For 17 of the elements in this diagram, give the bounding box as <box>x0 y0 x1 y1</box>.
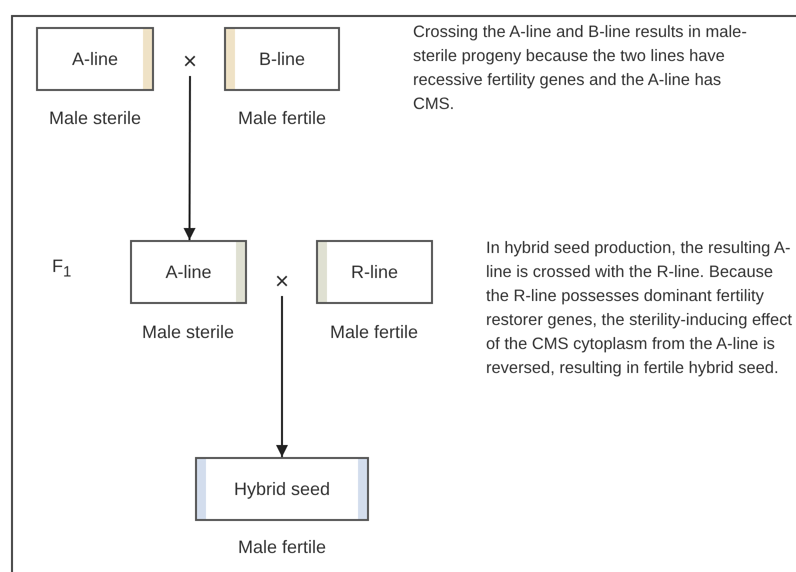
box-label: B-line <box>258 48 306 70</box>
generation-label: F$_{1}$ <box>52 256 72 281</box>
box-label: A-line <box>72 48 118 70</box>
cross-symbol: × <box>275 270 289 294</box>
box-label: Hybrid seed <box>234 478 330 500</box>
arrow <box>184 76 196 240</box>
description-text: In hybrid seed production, the resulting A-line is crossed with the R-line. Because the R-line possesses dominant fertility restorer genes, the sterility-inducing effect of the CMS cytoplasm from the A-line is reversed, resulting in fertile hybrid seed. <box>486 238 792 379</box>
node-caption: Male fertile <box>330 322 418 343</box>
node-caption: Male sterile <box>48 108 142 129</box>
node-caption: Male sterile <box>142 322 234 343</box>
node-caption: Male fertile <box>238 108 326 129</box>
cross-symbol: × <box>183 50 197 74</box>
arrow <box>276 296 288 457</box>
node-caption: Male fertile <box>238 537 326 558</box>
description-text: Crossing the A-line and B-line results in male-sterile progeny because the two lines have recessive fertility genes and the A-line has CMS. <box>413 22 748 115</box>
box-label: R-line <box>350 262 398 282</box>
box-label: A-line <box>165 262 212 282</box>
